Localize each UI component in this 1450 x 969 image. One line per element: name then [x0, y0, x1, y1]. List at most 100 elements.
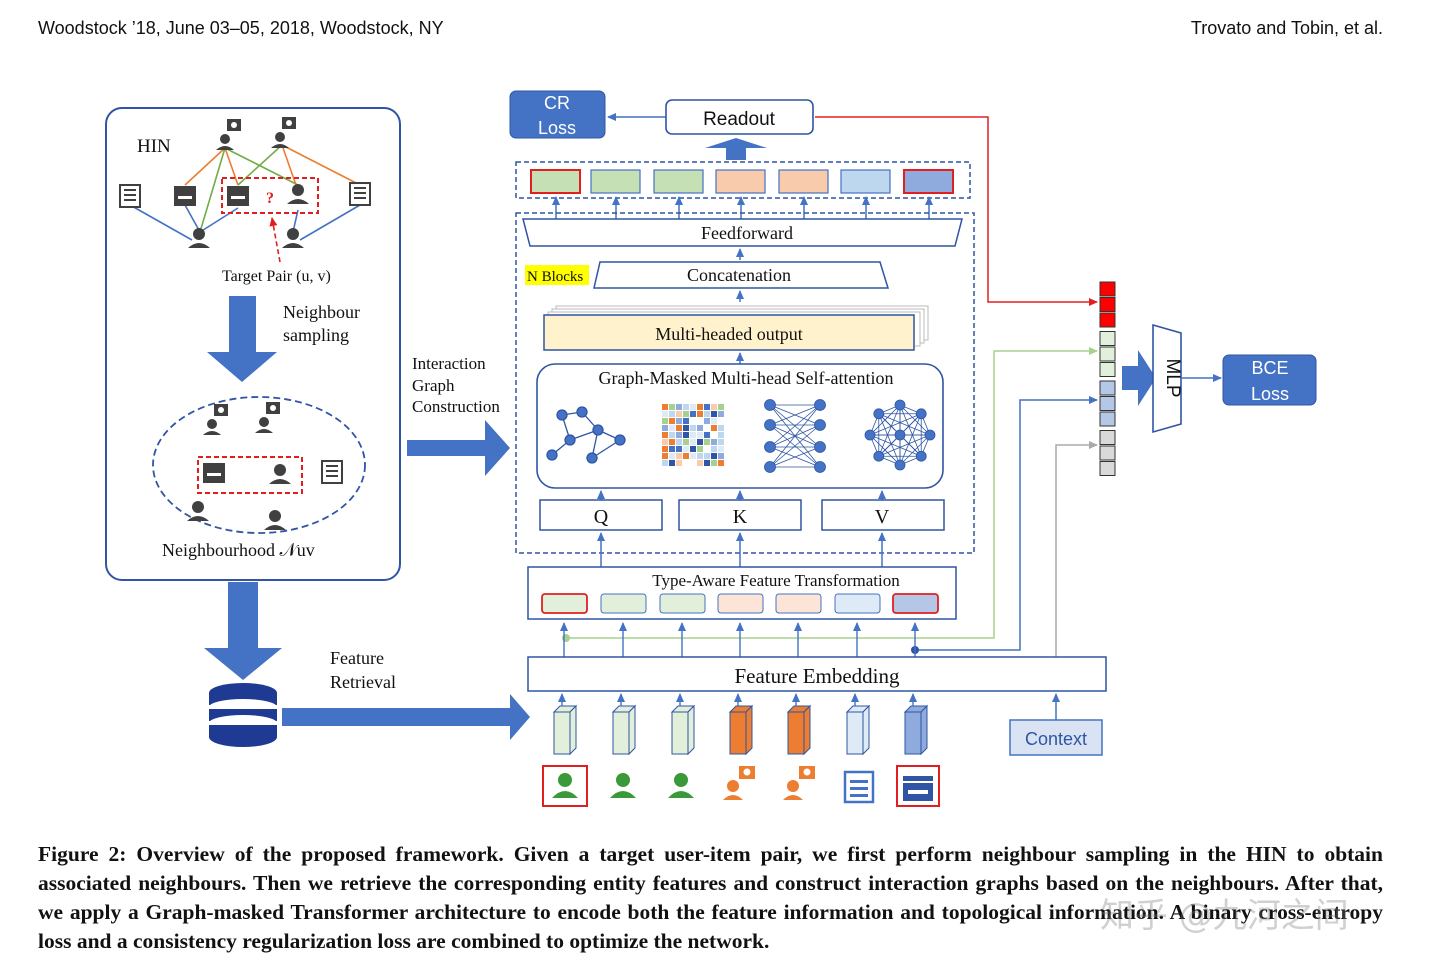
neighbourhood-ellipse — [152, 396, 366, 534]
mlp-box — [1152, 323, 1182, 434]
down-arrow-to-database — [204, 582, 282, 680]
concat-cell — [1099, 430, 1116, 445]
feature-embedding-box — [527, 656, 1107, 692]
mlp-label: MLP — [1162, 358, 1183, 397]
feature-retrieval: Feature Retrieval — [204, 582, 530, 747]
context-box — [1009, 719, 1103, 756]
interaction-label-1: Interaction — [412, 354, 486, 373]
concat-cell — [1099, 445, 1116, 461]
output-tokens — [530, 169, 954, 219]
hin-nodes — [119, 117, 371, 248]
output-token — [778, 169, 829, 194]
target-item-frame — [896, 765, 940, 807]
concat-cell — [1099, 396, 1116, 411]
n-blocks-label: N Blocks — [527, 269, 583, 285]
prediction-head: MLP BCE Loss — [1099, 281, 1317, 476]
readout-arrow — [705, 138, 767, 160]
output-token — [903, 169, 954, 194]
user-icon — [188, 228, 210, 248]
type-aware-token — [834, 593, 881, 614]
feature-embedding-label: Feature Embedding — [734, 664, 900, 688]
document-icon — [119, 184, 141, 208]
user-icon — [287, 184, 309, 204]
readout-label: Readout — [703, 109, 776, 130]
feedforward-label: Feedforward — [701, 223, 793, 243]
neighbourhood-label: Neighbourhood 𝒩uv — [162, 540, 315, 560]
k-label: K — [733, 506, 748, 528]
user-icon — [187, 501, 209, 521]
bulb-user-icon — [255, 402, 280, 433]
user-icon — [282, 228, 304, 248]
clapperboard-icon — [227, 186, 249, 206]
neighbourhood-target-box — [197, 456, 303, 494]
type-aware-token — [659, 593, 706, 614]
interaction-arrow — [407, 420, 510, 476]
readout-box — [665, 99, 814, 135]
user-icon — [264, 510, 286, 530]
attention-label: Graph-Masked Multi-head Self-attention — [599, 368, 894, 388]
feature-cube — [612, 711, 630, 755]
bulb-user-icon — [203, 404, 228, 435]
type-aware-token — [541, 593, 588, 614]
transformer: CR Loss Readout Feedforward N Blocks Con… — [509, 90, 1107, 807]
concat-cell — [1099, 411, 1116, 427]
bulb-user-icon — [271, 117, 296, 148]
bce-loss-label-1: BCE — [1251, 358, 1288, 378]
concat-cell — [1099, 331, 1116, 346]
sampling-label-1: Neighbour — [283, 302, 360, 322]
q-box — [539, 499, 663, 531]
interaction-label-3: Construction — [412, 397, 500, 416]
bipartite-graph-icon — [764, 399, 826, 473]
n-blocks-container — [515, 212, 975, 554]
question-mark: ? — [266, 190, 274, 207]
output-token — [840, 169, 891, 194]
concat-cell — [1099, 461, 1116, 476]
full-graph-icon — [864, 399, 936, 471]
concatenation-box — [593, 261, 890, 289]
sampling-label-2: sampling — [283, 325, 349, 345]
database-icon — [209, 683, 277, 747]
k-box — [678, 499, 802, 531]
feature-cube — [904, 711, 922, 755]
concatenation-label: Concatenation — [687, 265, 791, 285]
clapperboard-icon — [203, 463, 225, 483]
concat-cell — [1099, 346, 1116, 362]
target-pair-box — [221, 177, 319, 214]
running-header-right: Trovato and Tobin, et al. — [1190, 18, 1383, 38]
hin-panel: HIN ? Target Pair (u, v) — [105, 107, 401, 581]
document-icon — [349, 182, 371, 206]
q-label: Q — [594, 506, 609, 528]
bulb-user-icon — [216, 119, 241, 150]
bce-loss-label-2: Loss — [1251, 384, 1289, 404]
concat-cell — [1099, 297, 1116, 312]
hin-label: HIN — [137, 136, 171, 157]
v-label: V — [875, 506, 890, 528]
type-aware-token — [717, 593, 764, 614]
concat-cell — [1099, 362, 1116, 377]
input-entity-icons — [542, 765, 940, 807]
multi-head-output-stack: Multi-headed output — [543, 305, 929, 351]
interaction-label-2: Graph — [412, 376, 455, 395]
feature-cube — [553, 711, 571, 755]
feature-cube — [846, 711, 864, 755]
context-label: Context — [1025, 729, 1087, 749]
feature-retrieval-label-2: Retrieval — [330, 672, 396, 692]
feature-cube — [671, 711, 689, 755]
interaction-graph-construction: Interaction Graph Construction — [407, 354, 510, 476]
attention-block — [536, 363, 944, 489]
concat-cell — [1099, 312, 1116, 328]
type-aware-token — [892, 593, 939, 614]
type-aware-token — [600, 593, 647, 614]
concat-cell — [1099, 380, 1116, 396]
type-aware-token — [775, 593, 822, 614]
output-token — [590, 169, 641, 194]
multi-head-output-label: Multi-headed output — [655, 324, 802, 344]
cr-loss-label-1: CR — [544, 93, 570, 113]
n-blocks-badge — [525, 265, 589, 285]
framework-figure: HIN ? Target Pair (u, v) — [105, 90, 1317, 807]
output-token — [715, 169, 766, 194]
feature-cube — [787, 711, 805, 755]
watermark: 知乎 @九河之间 — [1100, 896, 1349, 936]
input-feature-cubes — [552, 693, 929, 756]
bce-loss-box — [1222, 354, 1317, 406]
